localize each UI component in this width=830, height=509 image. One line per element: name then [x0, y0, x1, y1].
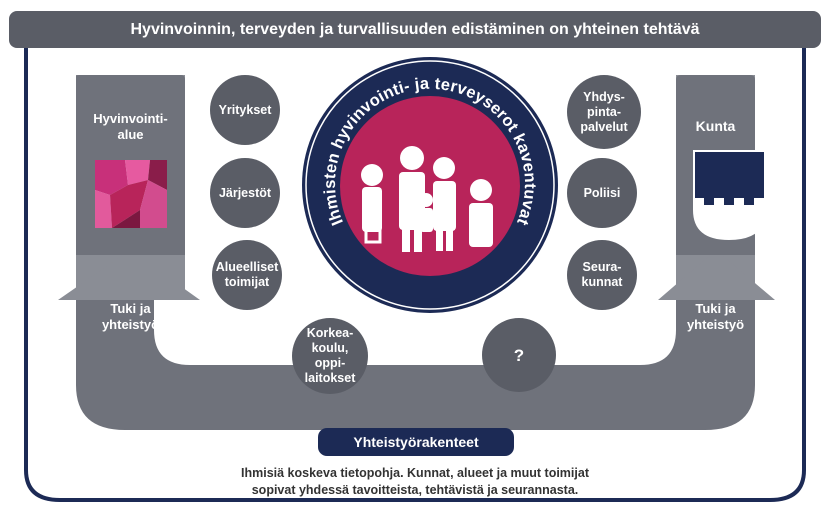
right-actor-label: Poliisi	[583, 185, 621, 200]
left-actor-label: toimijat	[224, 275, 270, 289]
left-actor-circle-4: Korkea-koulu,oppi-laitokset	[292, 318, 368, 394]
right-actor-circle-3: Seura-kunnat	[567, 240, 637, 310]
right-actor-label: pinta-	[586, 104, 622, 119]
footer-pill-label: Yhteistyörakenteet	[353, 434, 479, 450]
arc-slogan: Ihmisten hyvinvointi- ja terveyserot kav…	[321, 75, 539, 228]
footer-line2: sopivat yhdessä tavoitteista, tehtävistä…	[251, 483, 579, 497]
right-arrow-head	[658, 250, 775, 300]
left-title-line2: alue	[117, 127, 144, 142]
footer-description: Ihmisiä koskeva tietopohja. Kunnat, alue…	[160, 465, 670, 499]
right-support-text: Tuki ja yhteistyö	[676, 301, 755, 333]
right-actor-label: Yhdys-	[583, 89, 625, 104]
left-support-line1: Tuki ja	[110, 301, 151, 316]
left-actor-circle-2: Järjestöt	[210, 158, 280, 228]
left-actor-label: Järjestöt	[218, 185, 272, 200]
right-actor-circle-1: Yhdys-pinta-palvelut	[567, 75, 641, 149]
outer-frame	[24, 48, 806, 502]
right-actor-label: palvelut	[580, 119, 628, 134]
left-support-line2: yhteistyö	[101, 317, 160, 332]
right-column-title: Kunta	[695, 118, 736, 134]
left-actor-label: koulu,	[311, 341, 349, 355]
header-title: Hyvinvoinnin, terveyden ja turvallisuude…	[130, 20, 700, 38]
u-band	[76, 300, 755, 430]
left-actor-label: Korkea-	[306, 326, 354, 340]
right-actor-label: kunnat	[581, 275, 623, 289]
footer-line1: Ihmisiä koskeva tietopohja. Kunnat, alue…	[241, 466, 589, 480]
right-actor-label: ?	[513, 345, 525, 365]
right-support-line1: Tuki ja	[695, 301, 736, 316]
left-title-line1: Hyvinvointi-	[93, 111, 168, 126]
left-actor-label: oppi-	[314, 356, 346, 370]
svg-text:Ihmisten hyvinvointi- ja terve: Ihmisten hyvinvointi- ja terveyserot kav…	[321, 75, 539, 228]
left-arrow-head	[58, 250, 200, 300]
municipality-shield-icon	[693, 150, 766, 240]
left-support-text: Tuki ja yhteistyö	[76, 301, 185, 333]
right-actor-circle-2: Poliisi	[567, 158, 637, 228]
left-actor-circle-1: Yritykset	[210, 75, 280, 145]
right-actor-circle-4: ?	[482, 318, 556, 392]
header-banner: Hyvinvoinnin, terveyden ja turvallisuude…	[9, 11, 821, 48]
center-ring-stroke	[305, 60, 555, 310]
right-support-line2: yhteistyö	[686, 317, 745, 332]
left-column-title: Hyvinvointi- alue	[76, 111, 185, 143]
left-actor-label: laitokset	[304, 371, 356, 385]
family-icon	[361, 146, 493, 252]
right-actor-label: Seura-	[582, 260, 622, 274]
cooperation-structures-pill: Yhteistyörakenteet	[318, 428, 514, 456]
left-actor-label: Alueelliset	[215, 260, 279, 274]
left-actor-label: Yritykset	[218, 102, 272, 117]
region-map-icon	[95, 160, 167, 228]
